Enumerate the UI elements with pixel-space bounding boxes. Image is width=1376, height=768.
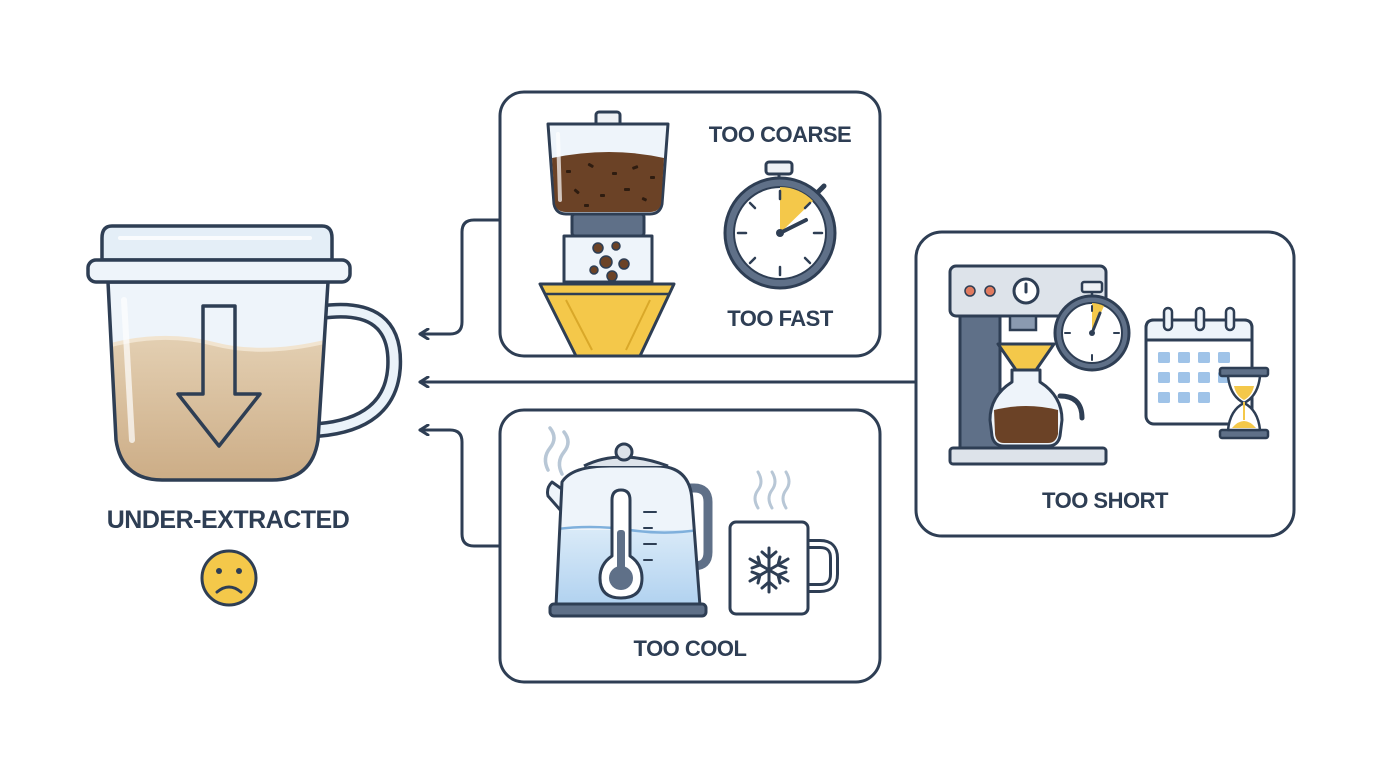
calendar-icon (1144, 306, 1254, 426)
time-label: TOO SHORT (1042, 488, 1169, 513)
espresso-machine-icon (948, 264, 1108, 466)
steam-icon (753, 470, 791, 510)
down-arrow-icon (176, 304, 262, 448)
temperature-panel: TOO COOL (498, 408, 882, 684)
sad-face-icon (200, 549, 258, 607)
flow-label: TOO FAST (727, 306, 834, 331)
result-group: UNDER-EXTRACTED (86, 224, 403, 607)
stopwatch-icon (1053, 280, 1131, 372)
time-panel: TOO SHORT (914, 230, 1296, 538)
connector-grind (418, 218, 502, 334)
thermometer-icon (598, 488, 644, 600)
grind-label: TOO COARSE (709, 122, 852, 147)
stopwatch-icon (723, 160, 837, 290)
paper-filter-icon (538, 282, 676, 358)
coffee-cup-icon (86, 224, 403, 482)
grind-panel: TOO COARSE TOO FAST (498, 90, 882, 358)
connectors (418, 218, 918, 548)
connector-temperature (418, 430, 502, 548)
hourglass-icon (1218, 366, 1270, 440)
steam-icon (543, 426, 570, 476)
result-label: UNDER-EXTRACTED (107, 506, 350, 534)
snowflake-icon (748, 546, 790, 594)
temperature-label: TOO COOL (634, 636, 747, 661)
carafe-icon (988, 342, 1085, 448)
coffee-grinder-icon (546, 110, 670, 292)
